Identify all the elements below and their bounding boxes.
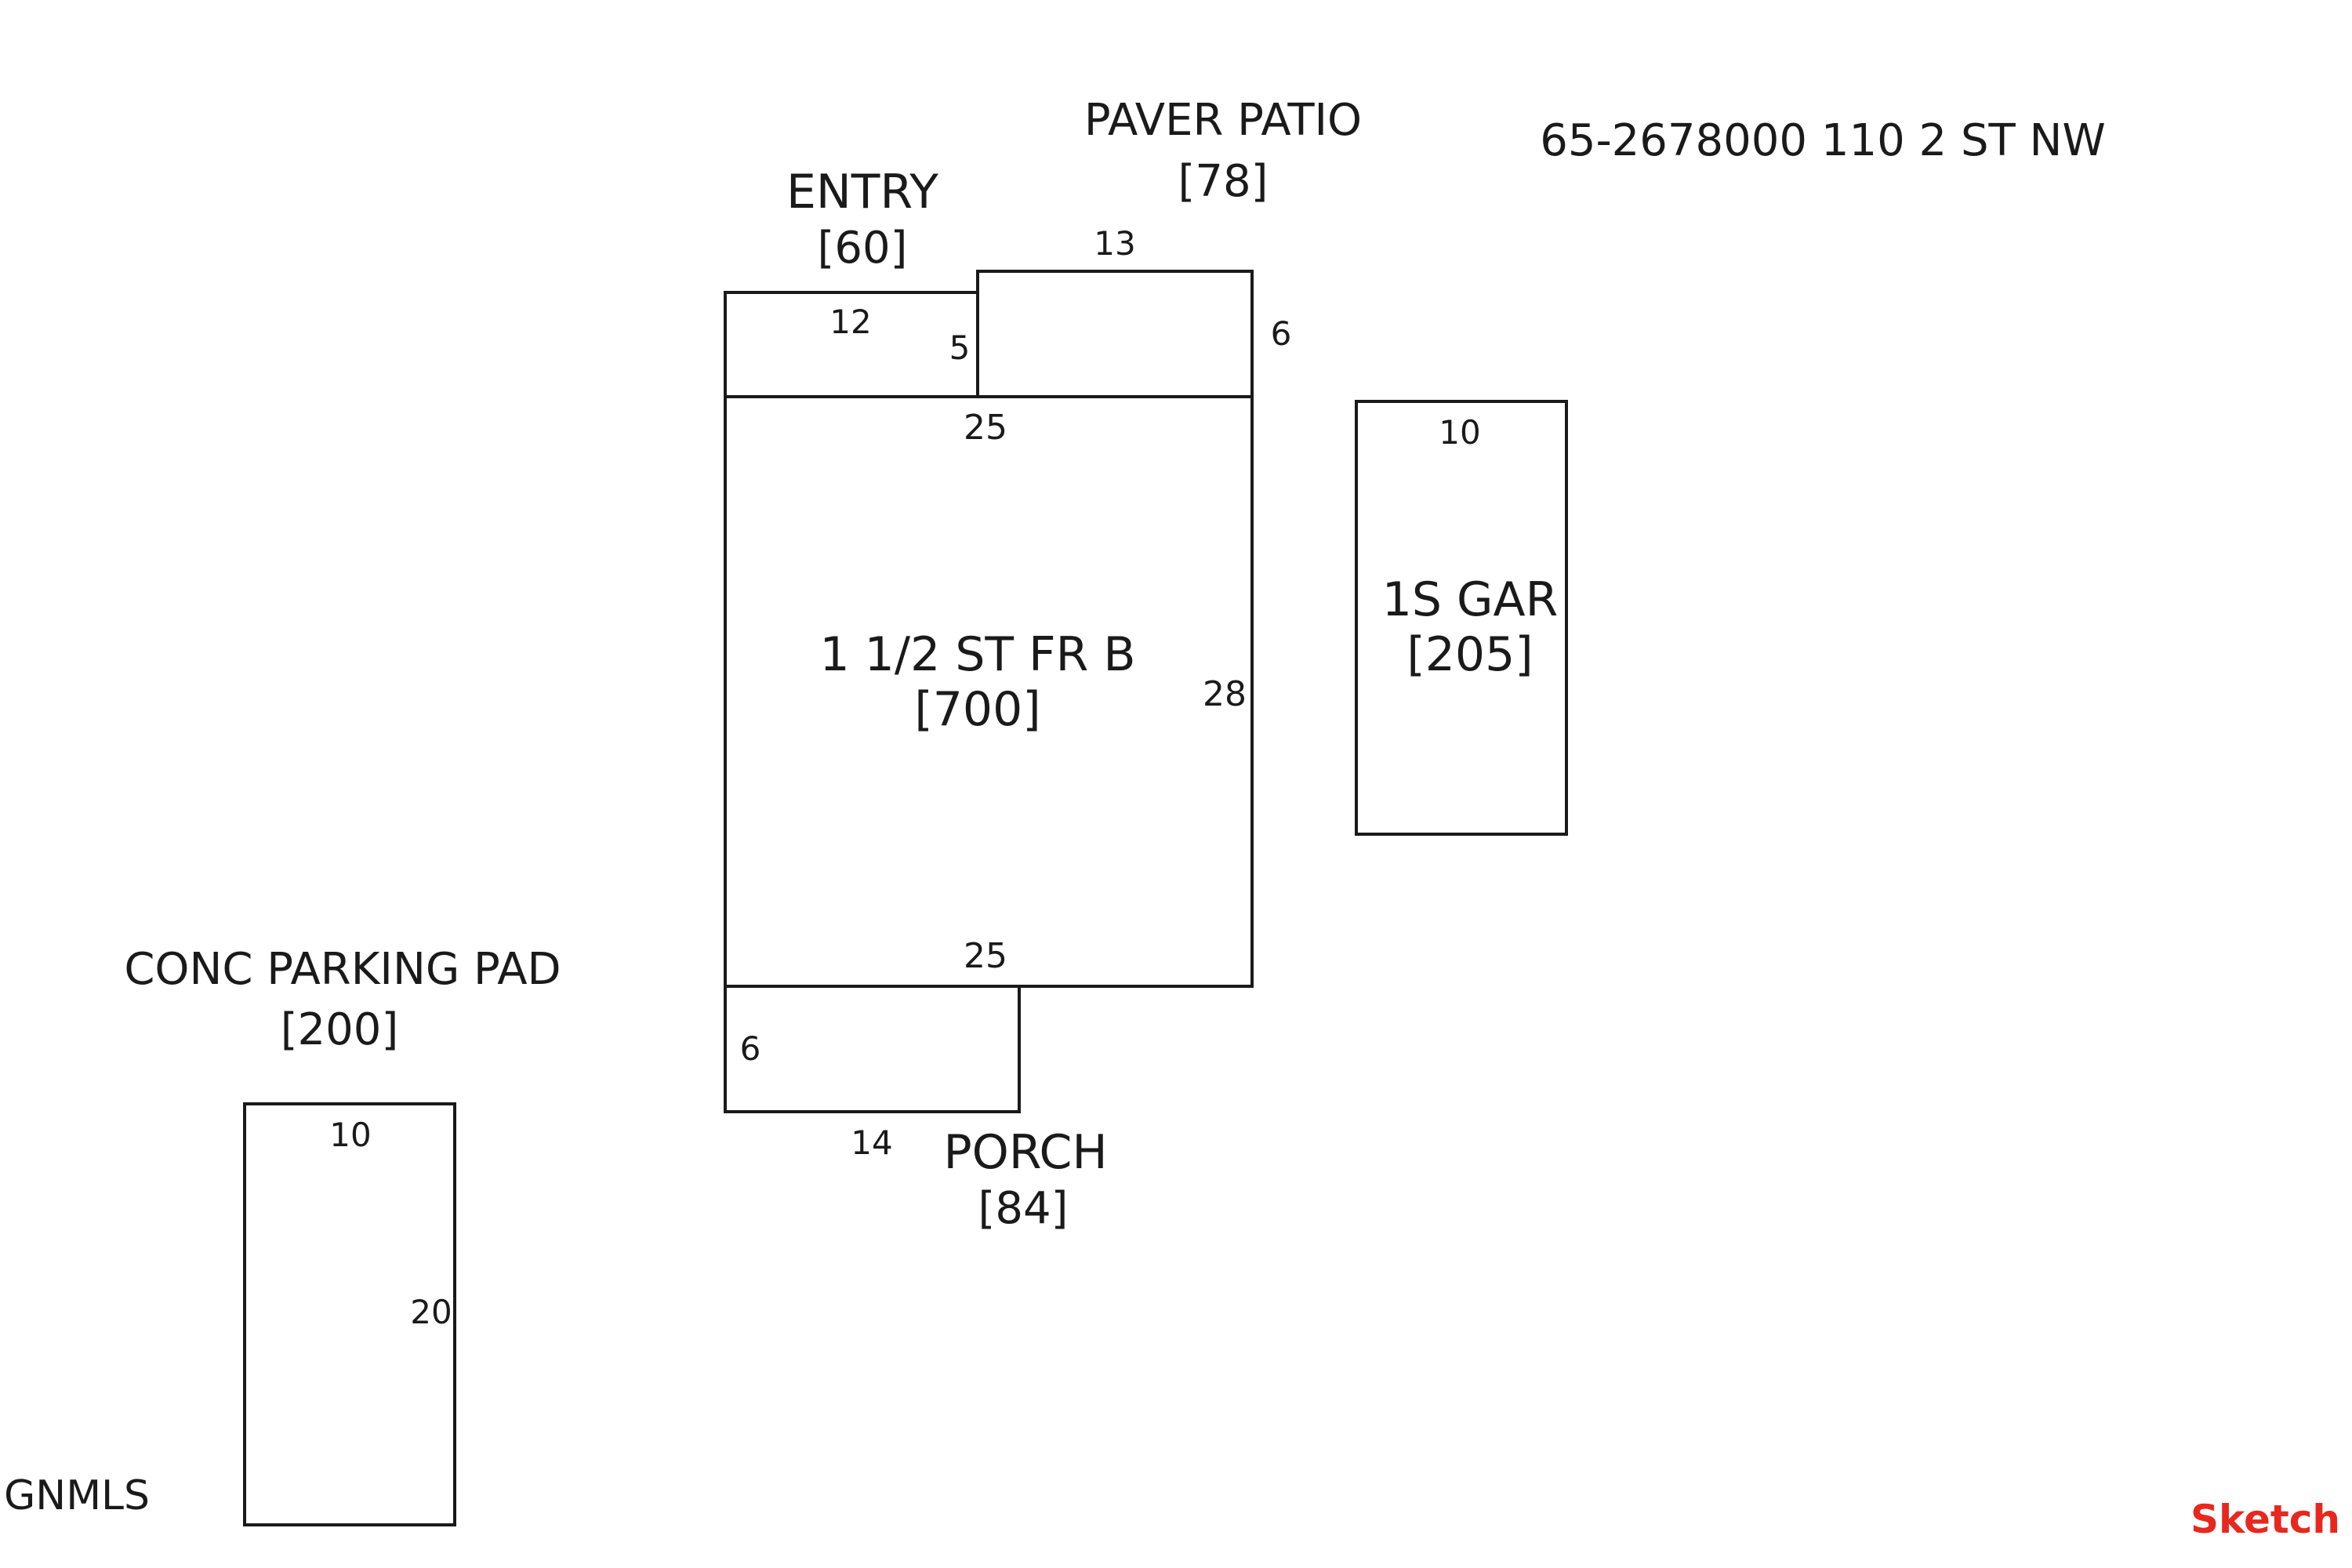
parking-pad-name: CONC PARKING PAD [124,944,561,995]
main-house-area: [700] [914,682,1040,737]
parking-pad-dim-right: 20 [410,1293,452,1331]
sketch-tag: Sketch [2190,1497,2340,1542]
porch: PORCH [84] 6 14 [724,985,1108,1234]
main-house: 1 1/2 ST FR B [700] 25 28 25 [724,395,1254,988]
paver-patio-dim-left: 5 [949,328,971,367]
paver-patio-dim-right: 6 [1271,314,1292,353]
paver-patio-area: [78] [1178,156,1269,207]
entry-dim-top: 12 [829,303,871,341]
main-house-dim-right: 28 [1203,674,1247,714]
parking-pad-area: [200] [281,1004,399,1055]
parking-pad-shape [243,1102,456,1526]
entry-name: ENTRY [786,165,938,220]
paver-patio: PAVER PATIO [78] 13 6 5 [949,95,1362,398]
parking-pad: CONC PARKING PAD [200] 10 20 [124,944,561,1526]
entry: ENTRY [60] 12 [724,165,979,398]
parking-pad-dim-top: 10 [329,1116,371,1154]
paver-patio-shape [976,270,1254,398]
entry-area: [60] [818,223,908,274]
garage-area: [205] [1406,627,1533,682]
paver-patio-name: PAVER PATIO [1084,95,1362,146]
garage: 1S GAR [205] 10 [1355,400,1568,836]
main-house-dim-top: 25 [964,408,1007,448]
garage-shape [1355,400,1568,836]
main-house-name: 1 1/2 ST FR B [819,627,1135,682]
porch-shape [724,985,1021,1113]
porch-dim-bottom: 14 [851,1123,892,1162]
main-house-dim-bottom: 25 [964,936,1007,976]
parcel-label: 65-2678000 110 2 ST NW [1540,115,2106,166]
porch-area: [84] [978,1183,1069,1234]
porch-dim-left: 6 [740,1029,761,1068]
watermark: GNMLS [4,1472,150,1519]
porch-name: PORCH [943,1125,1107,1180]
paver-patio-dim-top: 13 [1094,224,1135,263]
garage-name: 1S GAR [1382,572,1559,627]
garage-dim-top: 10 [1439,413,1480,452]
